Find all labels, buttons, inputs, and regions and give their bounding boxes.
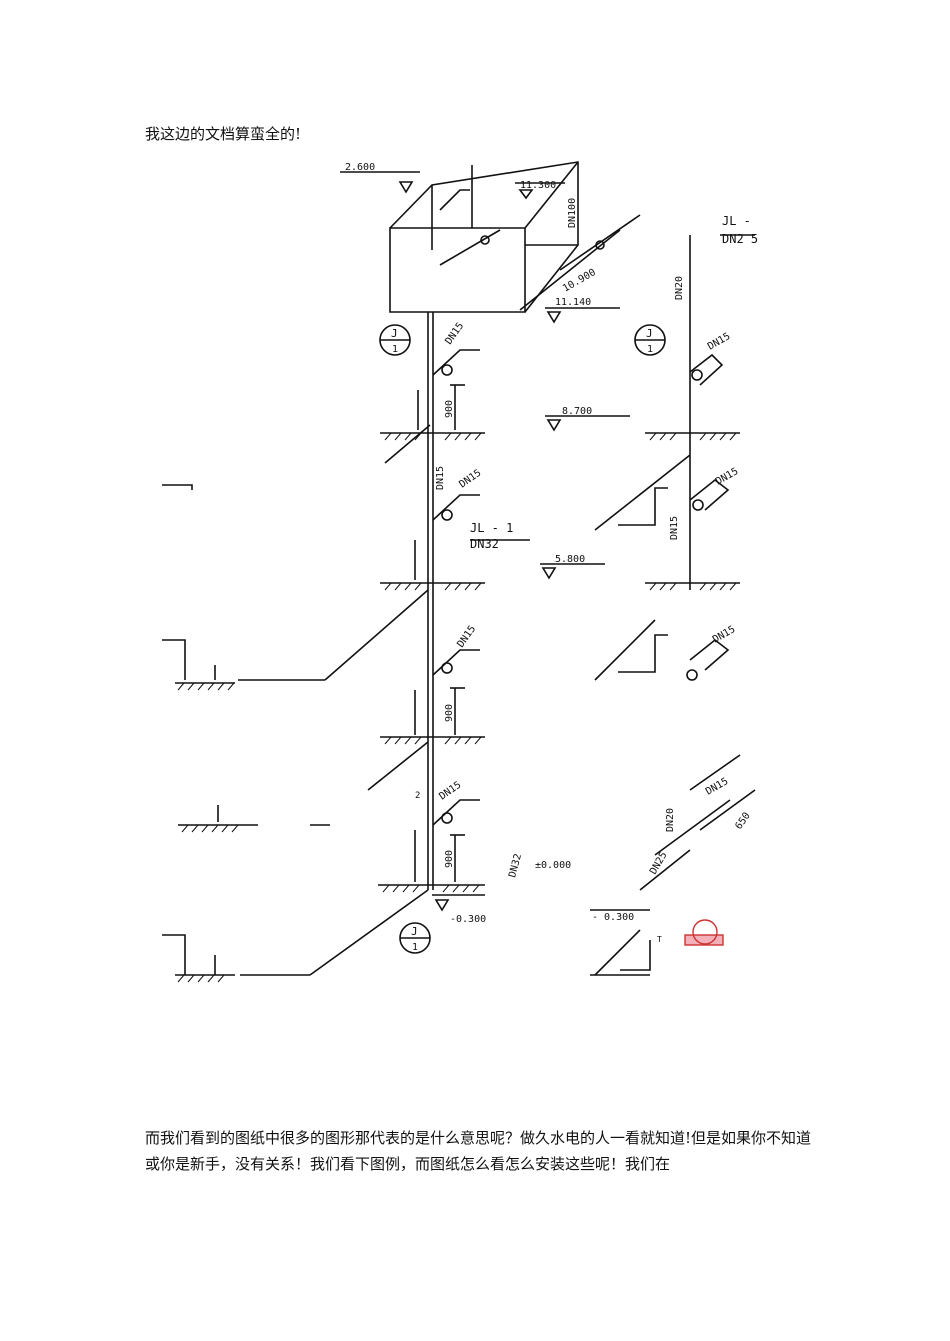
body-paragraph: 而我们看到的图纸中很多的图形那代表的是什么意思呢？做久水电的人一看就知道!但是如…	[145, 1129, 812, 1173]
elevation-10900: 10.900	[561, 267, 598, 295]
elevation-5800: 5.800	[555, 554, 585, 565]
label-dn100: DN100	[567, 198, 578, 228]
label-dn25-right: DN2 5	[722, 232, 758, 246]
label-dn15-9: DN15	[437, 780, 463, 803]
label-small-t: T	[657, 935, 662, 944]
intro-text: 我这边的文档算蛮全的!	[145, 125, 302, 143]
label-dn15-2: DN15	[706, 331, 732, 353]
elevation-2600: 2.600	[345, 162, 375, 173]
label-dn15-3: DN15	[435, 466, 446, 490]
callout-1-1: 1	[392, 344, 398, 355]
label-dn15-7: DN15	[455, 624, 478, 650]
label-dn15-1: DN15	[443, 321, 466, 347]
dimension-900-2: 900	[444, 704, 455, 722]
dimension-900-1: 900	[444, 400, 455, 418]
callout-j-3: J	[411, 925, 418, 938]
label-dn15-8: DN15	[711, 624, 737, 646]
label-dn20-right: DN20	[674, 276, 685, 300]
elevation-11300: 11.300	[520, 180, 556, 191]
label-small-2: 2	[415, 791, 420, 801]
elevation-0000: ±0.000	[535, 860, 571, 871]
label-dn32-low: DN32	[507, 853, 524, 879]
label-dn15-6: DN15	[669, 516, 680, 540]
elevation-minus-0300-right: - 0.300	[592, 912, 634, 923]
elevation-8700: 8.700	[562, 406, 592, 417]
label-dn25-low: DN25	[648, 850, 670, 876]
elevation-11140: 11.140	[555, 297, 591, 308]
label-dn32: DN32	[470, 537, 499, 551]
label-dn15-10: DN15	[704, 776, 730, 798]
dimension-900-3: 900	[444, 850, 455, 868]
label-dn15-4: DN15	[457, 468, 483, 491]
elevation-minus-0300-left: -0.300	[450, 914, 486, 925]
callout-j-1: J	[391, 327, 398, 340]
callout-j-2: J	[646, 327, 653, 340]
plumbing-riser-diagram: 2.600 11.300 10.900 11.140 8.700 5.800 -…	[162, 161, 758, 983]
label-dn20-low: DN20	[665, 808, 676, 832]
callout-1-3: 1	[412, 942, 418, 953]
label-650: 650	[733, 811, 752, 832]
callout-1-2: 1	[647, 344, 653, 355]
label-jl-right: JL -	[722, 214, 751, 228]
label-jl-1: JL - 1	[470, 521, 513, 535]
label-dn15-5: DN15	[714, 466, 740, 488]
